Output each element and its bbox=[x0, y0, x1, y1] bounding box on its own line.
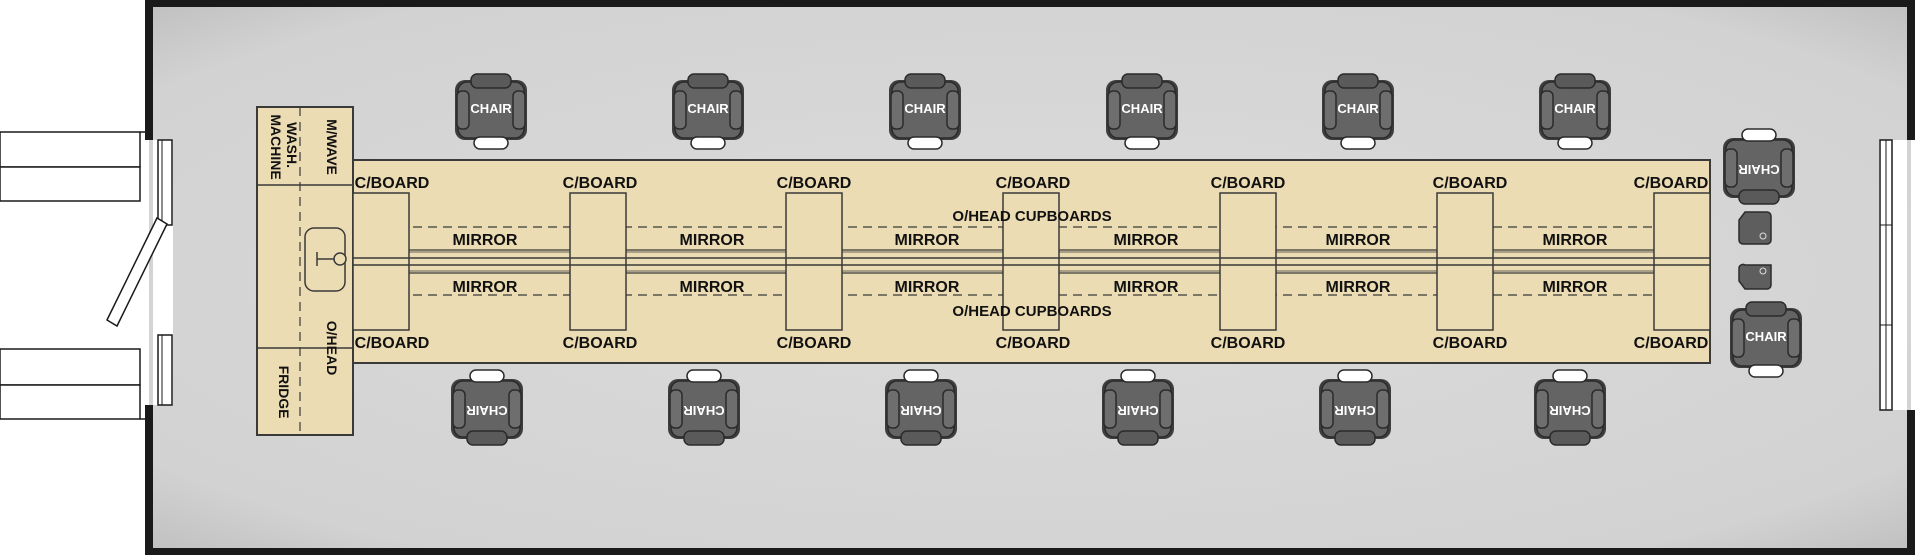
mirror-label: MIRROR bbox=[1326, 279, 1391, 296]
chair[interactable]: CHAIR bbox=[1533, 369, 1607, 446]
mirror-label: MIRROR bbox=[453, 232, 518, 249]
cupboard-label: C/BOARD bbox=[1634, 335, 1709, 352]
cupboard-label: C/BOARD bbox=[563, 335, 638, 352]
mirror-label: MIRROR bbox=[1543, 232, 1608, 249]
mirror-label: MIRROR bbox=[895, 279, 960, 296]
left-exterior-structure bbox=[0, 131, 158, 420]
overhead-cupboards-label-top: O/HEAD CUPBOARDS bbox=[952, 208, 1111, 225]
walls bbox=[145, 0, 1915, 555]
chair[interactable]: CHAIR bbox=[454, 73, 528, 150]
chair-label: CHAIR bbox=[900, 403, 942, 418]
chair[interactable]: CHAIR bbox=[1729, 301, 1803, 378]
cupboard-box bbox=[569, 192, 627, 331]
chair[interactable]: CHAIR bbox=[671, 73, 745, 150]
kitchen-unit: M/WAVE WASH. MACHINE O/HEAD FRIDGE bbox=[256, 106, 354, 436]
counter: C/BOARD C/BOARD C/BOARD C/BOARD C/BOARD C/BOA… bbox=[352, 159, 1711, 364]
chair-label: CHAIR bbox=[683, 403, 725, 418]
overhead-cupboards-label-bottom: O/HEAD CUPBOARDS bbox=[952, 303, 1111, 320]
overhead-label: O/HEAD bbox=[324, 321, 340, 375]
mirror-label: MIRROR bbox=[1543, 279, 1608, 296]
chair-label: CHAIR bbox=[1745, 329, 1787, 344]
mirror-label: MIRROR bbox=[453, 279, 518, 296]
cupboard-label: C/BOARD bbox=[777, 175, 852, 192]
cupboard-label: C/BOARD bbox=[355, 335, 430, 352]
chair-label: CHAIR bbox=[466, 403, 508, 418]
cupboard-label: C/BOARD bbox=[1211, 175, 1286, 192]
cupboard-label: C/BOARD bbox=[996, 335, 1071, 352]
chair-label: CHAIR bbox=[470, 101, 512, 116]
chair[interactable]: CHAIR bbox=[1318, 369, 1392, 446]
right-door bbox=[1879, 139, 1907, 411]
chair-label: CHAIR bbox=[687, 101, 729, 116]
wall-socket-icon bbox=[1738, 263, 1772, 290]
cupboard-label: C/BOARD bbox=[1634, 175, 1709, 192]
cupboard-box bbox=[1219, 192, 1277, 331]
washing-machine-label-line1: WASH. bbox=[284, 122, 300, 168]
cupboard-label: C/BOARD bbox=[996, 175, 1071, 192]
chair-label: CHAIR bbox=[1738, 162, 1780, 177]
mirror-label: MIRROR bbox=[1114, 279, 1179, 296]
chair[interactable]: CHAIR bbox=[667, 369, 741, 446]
cupboard-box bbox=[1653, 192, 1711, 331]
cupboard-box bbox=[1002, 192, 1060, 331]
cupboard-box bbox=[352, 192, 410, 331]
chair-label: CHAIR bbox=[1549, 403, 1591, 418]
cupboard-label: C/BOARD bbox=[563, 175, 638, 192]
cupboard-label: C/BOARD bbox=[1433, 175, 1508, 192]
chair-label: CHAIR bbox=[1554, 101, 1596, 116]
washing-machine-label: WASH. MACHINE bbox=[268, 114, 300, 179]
mirror-label: MIRROR bbox=[1114, 232, 1179, 249]
mirror-label: MIRROR bbox=[1326, 232, 1391, 249]
cupboard-label: C/BOARD bbox=[1211, 335, 1286, 352]
chair-label: CHAIR bbox=[1117, 403, 1159, 418]
end-fixtures bbox=[1738, 211, 1772, 290]
microwave-label: M/WAVE bbox=[324, 119, 340, 175]
cupboard-label: C/BOARD bbox=[355, 175, 430, 192]
mirror-label: MIRROR bbox=[680, 279, 745, 296]
chair[interactable]: CHAIR bbox=[450, 369, 524, 446]
chair[interactable]: CHAIR bbox=[1722, 128, 1796, 205]
chair-label: CHAIR bbox=[1334, 403, 1376, 418]
chair[interactable]: CHAIR bbox=[1101, 369, 1175, 446]
sink-icon bbox=[304, 227, 347, 292]
mirror-label: MIRROR bbox=[680, 232, 745, 249]
mirror-label: MIRROR bbox=[895, 232, 960, 249]
cupboard-label: C/BOARD bbox=[777, 335, 852, 352]
chair[interactable]: CHAIR bbox=[1538, 73, 1612, 150]
cupboard-box bbox=[1436, 192, 1494, 331]
wall-socket-icon bbox=[1738, 211, 1772, 245]
fridge-label: FRIDGE bbox=[276, 366, 292, 419]
chair-label: CHAIR bbox=[1337, 101, 1379, 116]
chair[interactable]: CHAIR bbox=[1321, 73, 1395, 150]
chair[interactable]: CHAIR bbox=[884, 369, 958, 446]
cupboard-box bbox=[785, 192, 843, 331]
left-door bbox=[106, 139, 173, 406]
washing-machine-label-line2: MACHINE bbox=[268, 114, 284, 179]
chair-label: CHAIR bbox=[1121, 101, 1163, 116]
chair[interactable]: CHAIR bbox=[1105, 73, 1179, 150]
chair-label: CHAIR bbox=[904, 101, 946, 116]
chairs: CHAIR CHAIR CHAIR CHAIR CHAIR CHAIR CHAIR CHAIR… bbox=[450, 73, 1803, 446]
cupboard-label: C/BOARD bbox=[1433, 335, 1508, 352]
chair[interactable]: CHAIR bbox=[888, 73, 962, 150]
